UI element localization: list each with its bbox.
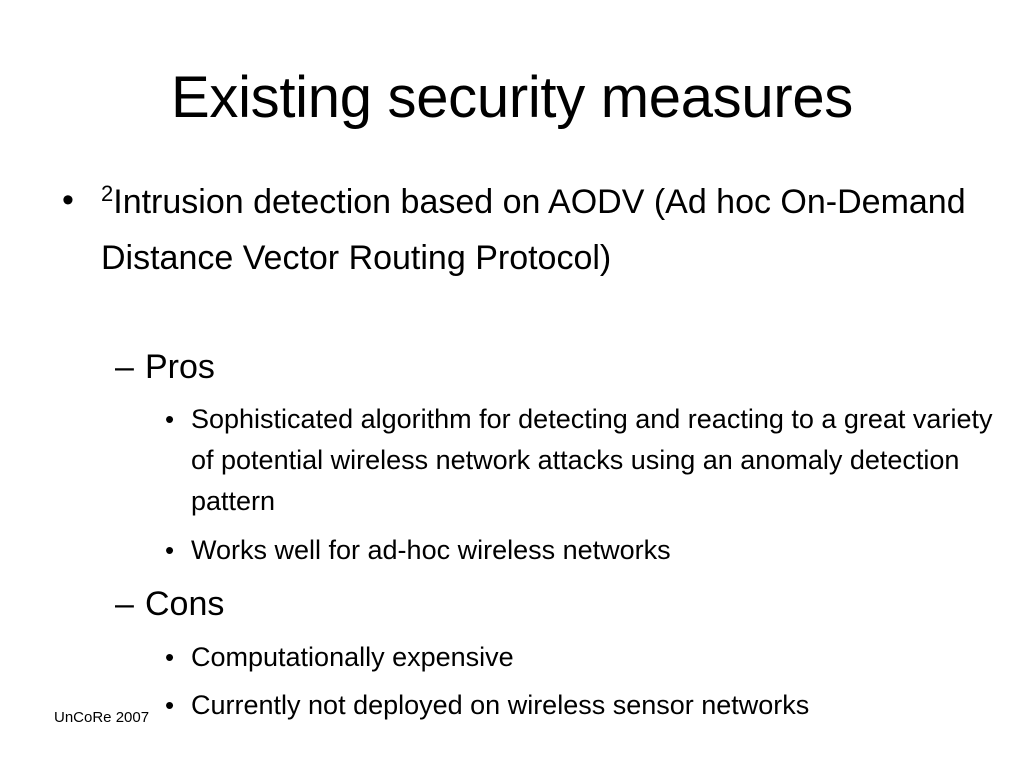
bullet-icon: • xyxy=(62,181,74,219)
cons-point-1: Computationally expensive xyxy=(191,642,514,672)
bullet-icon: • xyxy=(165,642,175,672)
footer-text: UnCoRe 2007 xyxy=(54,709,150,726)
pros-point-1: Sophisticated algorithm for detecting an… xyxy=(191,404,993,516)
bullet-icon: • xyxy=(165,535,175,565)
cons-heading: Cons xyxy=(145,585,225,623)
footnote-superscript: 2 xyxy=(101,181,114,206)
bullet-icon: • xyxy=(165,690,175,720)
pros-point-2: Works well for ad-hoc wireless networks xyxy=(191,535,671,565)
pros-heading: Pros xyxy=(145,348,215,386)
bullet-text: Intrusion detection based on AODV (Ad ho… xyxy=(101,183,966,277)
dash-icon: – xyxy=(115,585,134,623)
bullet-icon: • xyxy=(165,404,175,434)
dash-icon: – xyxy=(115,348,134,386)
cons-point-2: Currently not deployed on wireless senso… xyxy=(191,690,810,720)
slide-title: Existing security measures xyxy=(171,65,853,130)
bullet-text-aodv: 2Intrusion detection based on AODV (Ad h… xyxy=(101,174,1011,286)
